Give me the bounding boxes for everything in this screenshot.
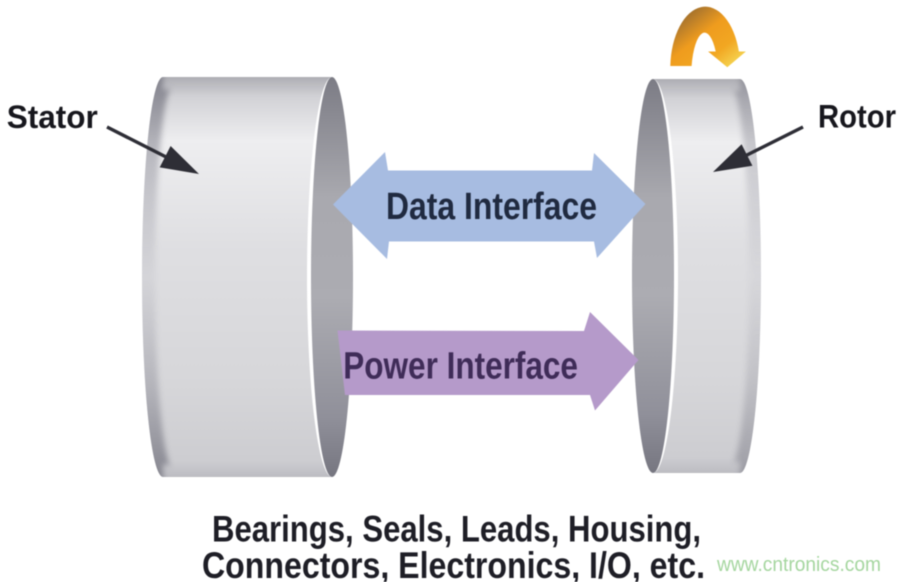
svg-text:Rotor: Rotor <box>818 99 896 135</box>
svg-text:Connectors, Electronics, I/O,: Connectors, Electronics, I/O, etc. <box>202 545 705 582</box>
svg-text:Data Interface: Data Interface <box>386 186 597 228</box>
svg-text:Power Interface: Power Interface <box>343 346 578 388</box>
svg-text:www.cntronics.com: www.cntronics.com <box>716 554 881 576</box>
svg-text:Stator: Stator <box>7 99 98 135</box>
svg-text:Bearings, Seals, Leads, Housin: Bearings, Seals, Leads, Housing, <box>212 509 701 550</box>
